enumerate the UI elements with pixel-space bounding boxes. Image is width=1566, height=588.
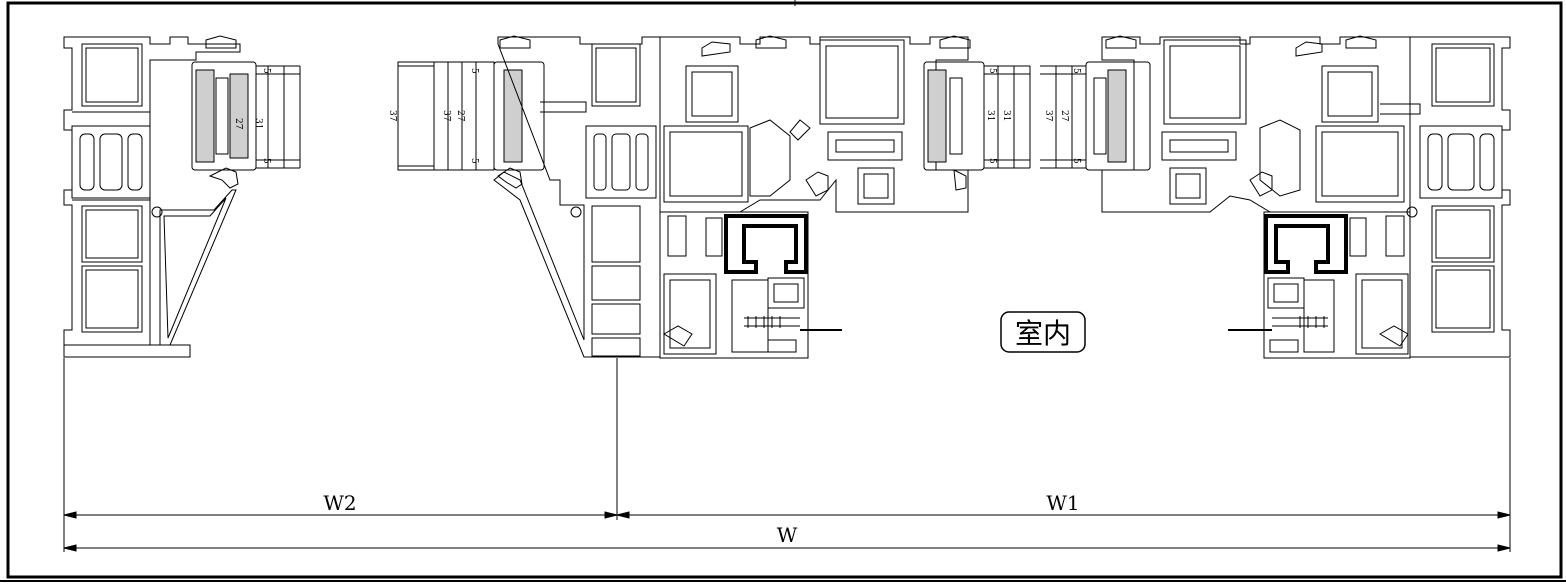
dim-left-unit-27: 27 (233, 118, 243, 130)
center-glazing-unit (923, 61, 1031, 171)
lower-inner-frame-right (1228, 211, 1411, 359)
right-frame-profile (1345, 35, 1511, 358)
dim-left-unit-31: 31 (253, 118, 263, 129)
dim-center-unit-31a: 31 (985, 110, 995, 121)
dim-right-sash-37: 37 (1043, 110, 1053, 122)
dim-left-sash-5b: 5 (469, 158, 479, 164)
dim-w-label: W (777, 523, 798, 547)
left-frame-profile (63, 35, 241, 358)
dim-left-sash-27: 27 (455, 110, 465, 122)
interior-label-text: 室内 (1015, 317, 1071, 350)
dim-left-unit-5a: 5 (261, 68, 271, 74)
dim-center-unit-31b: 31 (1001, 110, 1011, 121)
left-sash-profile (397, 35, 661, 358)
dim-left-unit-5b: 5 (261, 158, 271, 164)
dim-center-unit-5a: 5 (987, 68, 997, 74)
dim-w1-label: W1 (1046, 491, 1079, 515)
dim-w2-label: W2 (323, 491, 356, 515)
dim-right-sash-5b: 5 (1071, 158, 1081, 164)
left-glazing-unit (191, 61, 301, 171)
dim-left-sash-5a: 5 (469, 68, 479, 74)
glazing-dimension-labels: 27 31 5 5 37 37 27 5 5 31 31 5 5 37 27 5… (233, 68, 1081, 164)
dim-center-unit-5b: 5 (987, 158, 997, 164)
dim-right-sash-27: 27 (1059, 110, 1069, 122)
interior-label: 室内 (1000, 311, 1086, 353)
dimension-labels: W2 W1 W (323, 491, 1079, 547)
dim-left-sash-37b: 37 (441, 110, 451, 122)
center-mullion-profile (659, 35, 971, 213)
dim-right-sash-5a: 5 (1071, 68, 1081, 74)
dimension-lines (63, 358, 1511, 552)
dim-left-sash-37a: 37 (387, 110, 397, 122)
lower-inner-frame-left (659, 211, 842, 359)
right-mullion-profile (1101, 35, 1411, 213)
